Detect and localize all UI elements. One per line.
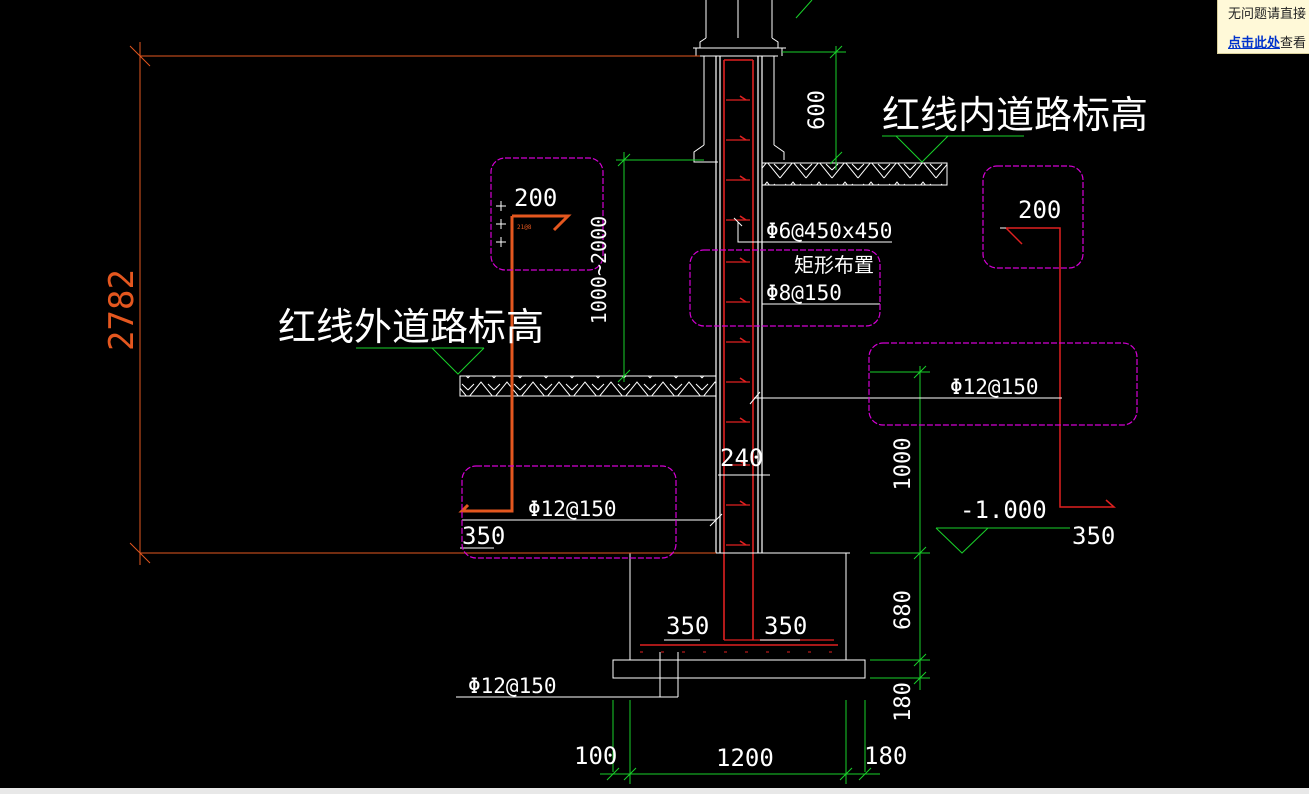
road-inside	[761, 162, 948, 186]
road-outside	[459, 375, 717, 397]
rebar-phi8: Φ8@150	[766, 281, 842, 305]
dim-overall	[129, 42, 716, 565]
rebar-phi12-left: Φ12@150	[528, 497, 617, 521]
road-outside-marker	[356, 347, 485, 375]
crosshairs	[496, 201, 506, 247]
revision-clouds	[461, 157, 1138, 559]
dim-180-vert: 180	[891, 682, 916, 722]
tooltip-line2: 点击此处查看	[1228, 32, 1309, 51]
bottom-scroll-area	[0, 788, 1309, 794]
dim-1000-right: 1000	[891, 438, 916, 491]
rebar-phi6-note: 矩形布置	[794, 253, 874, 277]
dim-200-right: 200	[1018, 196, 1061, 224]
dim-350-inner-left: 350	[666, 612, 709, 640]
dim-600-top: 600	[805, 90, 830, 130]
anchor-bar-left	[458, 214, 572, 513]
help-tooltip: 无问题请直接 点击此处查看	[1217, 0, 1309, 54]
elev-minus-1000: -1.000	[960, 496, 1047, 524]
tooltip-line1: 无问题请直接	[1228, 7, 1307, 22]
footing	[612, 552, 866, 679]
dim-100: 100	[574, 742, 617, 770]
column-top	[693, 0, 786, 163]
wall-rebar	[723, 59, 754, 640]
road-inside-marker	[882, 135, 1024, 163]
wall-outline	[715, 56, 763, 553]
dim-350-right: 350	[1072, 522, 1115, 550]
tooltip-link[interactable]: 点击此处	[1228, 36, 1281, 51]
anchor-bar-mark: 21@8	[517, 224, 532, 231]
rebar-phi6: Φ6@450x450	[766, 219, 892, 243]
dim-350-left: 350	[462, 522, 505, 550]
dim-1000-2000: 1000~2000	[587, 216, 611, 324]
rebar-phi12-right: Φ12@150	[950, 375, 1039, 399]
tooltip-suffix: 查看	[1280, 36, 1307, 51]
dim-240: 240	[720, 444, 763, 472]
dim-350-inner-right: 350	[764, 612, 807, 640]
rebar-phi12-bottom: Φ12@150	[468, 674, 557, 698]
label-road-outside: 红线外道路标高	[278, 305, 544, 349]
dim-680: 680	[891, 590, 916, 630]
bar-right	[1006, 227, 1116, 508]
dim-180-horiz: 180	[864, 742, 907, 770]
dim-overall-text: 2782	[102, 269, 142, 351]
green-dims	[600, 45, 1070, 784]
leaders	[456, 217, 1062, 698]
label-road-inside: 红线内道路标高	[882, 93, 1148, 137]
dim-1200: 1200	[716, 744, 774, 772]
dim-200-left: 200	[514, 184, 557, 212]
